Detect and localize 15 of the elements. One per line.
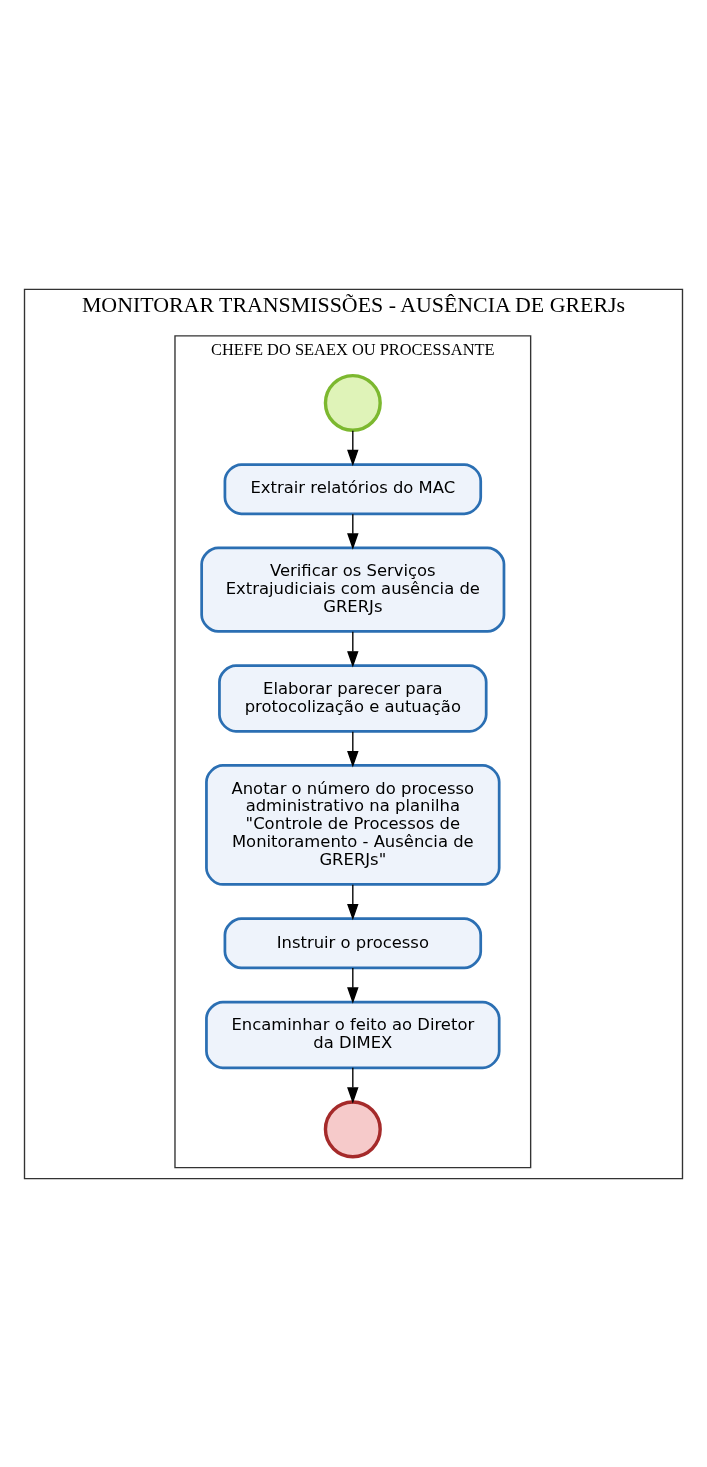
node-box: Extrair relatórios do MAC: [223, 462, 483, 515]
node-box: Verificar os Serviços Extrajudiciais com ausência de GRERJs: [200, 546, 506, 633]
node-circle: [323, 1099, 382, 1158]
node-box: Instruir o processo: [223, 916, 483, 969]
arrow: [347, 883, 359, 920]
arrow: [347, 630, 359, 668]
node-box: Anotar o número do processo administrativo na planilha "Controle de Processos de Monitoramento - Ausência de GRERJs": [205, 763, 501, 886]
arrow: [347, 513, 359, 550]
arrow: [347, 429, 359, 466]
arrow: [347, 966, 359, 1004]
arrow: [347, 730, 359, 767]
node-box: Encaminhar o feito ao Diretor da DIMEX: [205, 1000, 501, 1069]
arrow: [347, 1066, 359, 1104]
node-box: Elaborar parecer para protocolização e autuação: [218, 663, 488, 733]
node-circle: [323, 373, 382, 432]
